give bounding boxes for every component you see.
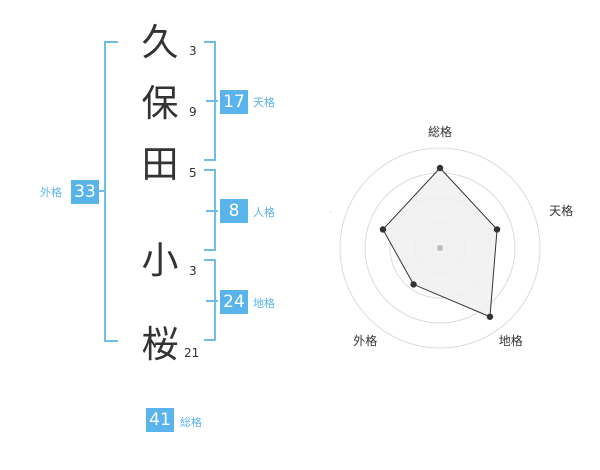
- radar-axis-label-2: 天格: [549, 203, 573, 218]
- soukaku-score: 41: [146, 408, 174, 432]
- name-char-4: 小: [141, 239, 179, 282]
- soukaku-label: 総格: [180, 416, 202, 429]
- radar-axis-label-5: 人格: [330, 203, 331, 218]
- chikaku-score: 24: [220, 290, 248, 314]
- stroke-count-5: 21: [184, 346, 200, 360]
- radar-ring-4: [339, 147, 541, 349]
- name-char-2: 保: [141, 82, 179, 125]
- name-char-1: 久: [141, 21, 179, 64]
- radar-axis-label-1: 総格: [428, 124, 452, 139]
- radar-point-1: [436, 164, 444, 172]
- name-char-5: 桜: [141, 323, 179, 366]
- radar-point-5: [379, 226, 387, 233]
- stroke-count-4: 3: [189, 264, 197, 278]
- radar-point-4: [410, 281, 417, 288]
- chikaku-label: 地格: [253, 297, 275, 310]
- tenkaku-bracket-tick: [206, 100, 218, 102]
- gaikaku-bracket: [104, 41, 118, 342]
- radar-axis-label-3: 地格: [499, 333, 523, 348]
- jinkaku-score: 8: [220, 199, 248, 223]
- name-char-3: 田: [141, 143, 179, 186]
- tenkaku-label: 天格: [253, 96, 275, 109]
- gaikaku-score: 33: [71, 180, 99, 204]
- stroke-count-1: 3: [189, 44, 197, 58]
- radar-point-2: [493, 226, 501, 233]
- radar-area: [382, 167, 498, 318]
- radar-point-3: [486, 313, 494, 320]
- gaikaku-label: 外格: [40, 186, 62, 199]
- chikaku-bracket-tick: [206, 300, 218, 302]
- stroke-count-2: 9: [189, 105, 197, 119]
- radar-center-dot: [437, 245, 443, 251]
- stroke-count-3: 5: [189, 166, 197, 180]
- tenkaku-score: 17: [220, 90, 248, 114]
- radar-axis-label-4: 外格: [353, 333, 377, 348]
- jinkaku-label: 人格: [253, 206, 275, 219]
- jinkaku-bracket-tick: [206, 210, 218, 212]
